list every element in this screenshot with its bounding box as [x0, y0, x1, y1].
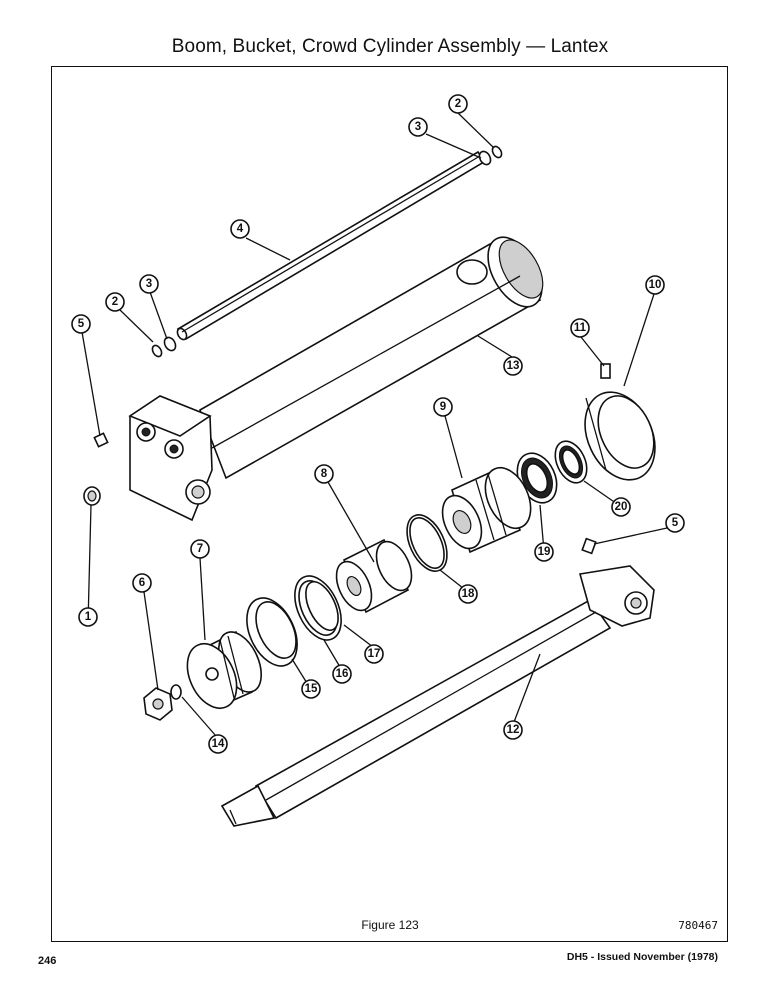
callout-3-left: 3 [139, 274, 159, 294]
set-screw-part-11 [600, 363, 611, 379]
svg-text:10: 10 [649, 279, 662, 291]
svg-text:3: 3 [415, 121, 421, 133]
o-rings-upper [478, 145, 503, 166]
issue-date: DH5 - Issued November (1978) [566, 951, 718, 963]
callout-11: 11 [570, 318, 590, 338]
svg-text:20: 20 [615, 501, 628, 513]
head-part-9 [441, 466, 532, 554]
figure-frame [51, 66, 728, 942]
svg-text:19: 19 [538, 546, 551, 558]
svg-text:7: 7 [197, 543, 203, 555]
seal-part-20 [554, 440, 588, 484]
page-title: Boom, Bucket, Crowd Cylinder Assembly — … [171, 36, 609, 57]
callout-7: 7 [190, 539, 210, 559]
svg-text:17: 17 [368, 648, 381, 660]
figure-caption: Figure 123 [361, 918, 419, 932]
svg-text:2: 2 [455, 98, 461, 110]
callout-14: 14 [208, 734, 228, 754]
callout-4: 4 [230, 219, 250, 239]
svg-text:15: 15 [305, 683, 318, 695]
svg-text:5: 5 [672, 517, 679, 529]
callout-10: 10 [645, 275, 665, 295]
o-ring-part-14 [170, 684, 182, 700]
callout-16: 16 [332, 664, 352, 684]
svg-text:3: 3 [146, 278, 152, 290]
callout-17: 17 [364, 644, 384, 664]
o-rings-lower [151, 336, 177, 358]
svg-text:18: 18 [462, 588, 475, 600]
gland-part-10 [584, 391, 656, 481]
callout-19: 19 [534, 542, 554, 562]
callout-1: 1 [78, 607, 98, 627]
piston-part-7 [186, 630, 262, 709]
plug-part-1 [83, 486, 101, 506]
drawing-number: 780467 [678, 919, 718, 932]
svg-text:8: 8 [321, 468, 328, 480]
svg-text:2: 2 [112, 296, 118, 308]
nut-part-6 [143, 687, 173, 721]
callout-18: 18 [458, 584, 478, 604]
callout-5-right: 5 [665, 513, 685, 533]
svg-text:1: 1 [85, 611, 92, 623]
callout-3-top: 3 [408, 117, 428, 137]
barrel-part-13 [128, 236, 544, 522]
rod-part-12 [220, 565, 655, 827]
svg-text:11: 11 [574, 322, 587, 334]
callout-12: 12 [503, 720, 523, 740]
callout-13: 13 [503, 356, 523, 376]
callout-8: 8 [314, 464, 334, 484]
svg-text:9: 9 [440, 401, 446, 413]
fitting-part-5-upper [93, 432, 109, 448]
callout-20: 20 [611, 497, 631, 517]
ring-part-16-17 [294, 575, 342, 641]
spacer-part-8 [335, 538, 413, 614]
callout-6: 6 [132, 573, 152, 593]
svg-text:13: 13 [507, 360, 520, 372]
callout-2-top: 2 [448, 94, 468, 114]
fitting-part-5-lower [581, 537, 597, 555]
callout-2-left: 2 [105, 292, 125, 312]
callout-9: 9 [433, 397, 453, 417]
wear-ring-part-15 [246, 597, 298, 667]
page-number: 246 [38, 955, 57, 967]
svg-text:5: 5 [78, 318, 85, 330]
svg-text:12: 12 [507, 724, 520, 736]
svg-text:4: 4 [237, 223, 244, 235]
o-ring-part-18 [406, 514, 448, 572]
svg-text:14: 14 [212, 738, 225, 750]
svg-text:16: 16 [336, 668, 349, 680]
svg-text:6: 6 [139, 577, 145, 589]
callout-15: 15 [301, 679, 321, 699]
callout-5-left: 5 [71, 314, 91, 334]
